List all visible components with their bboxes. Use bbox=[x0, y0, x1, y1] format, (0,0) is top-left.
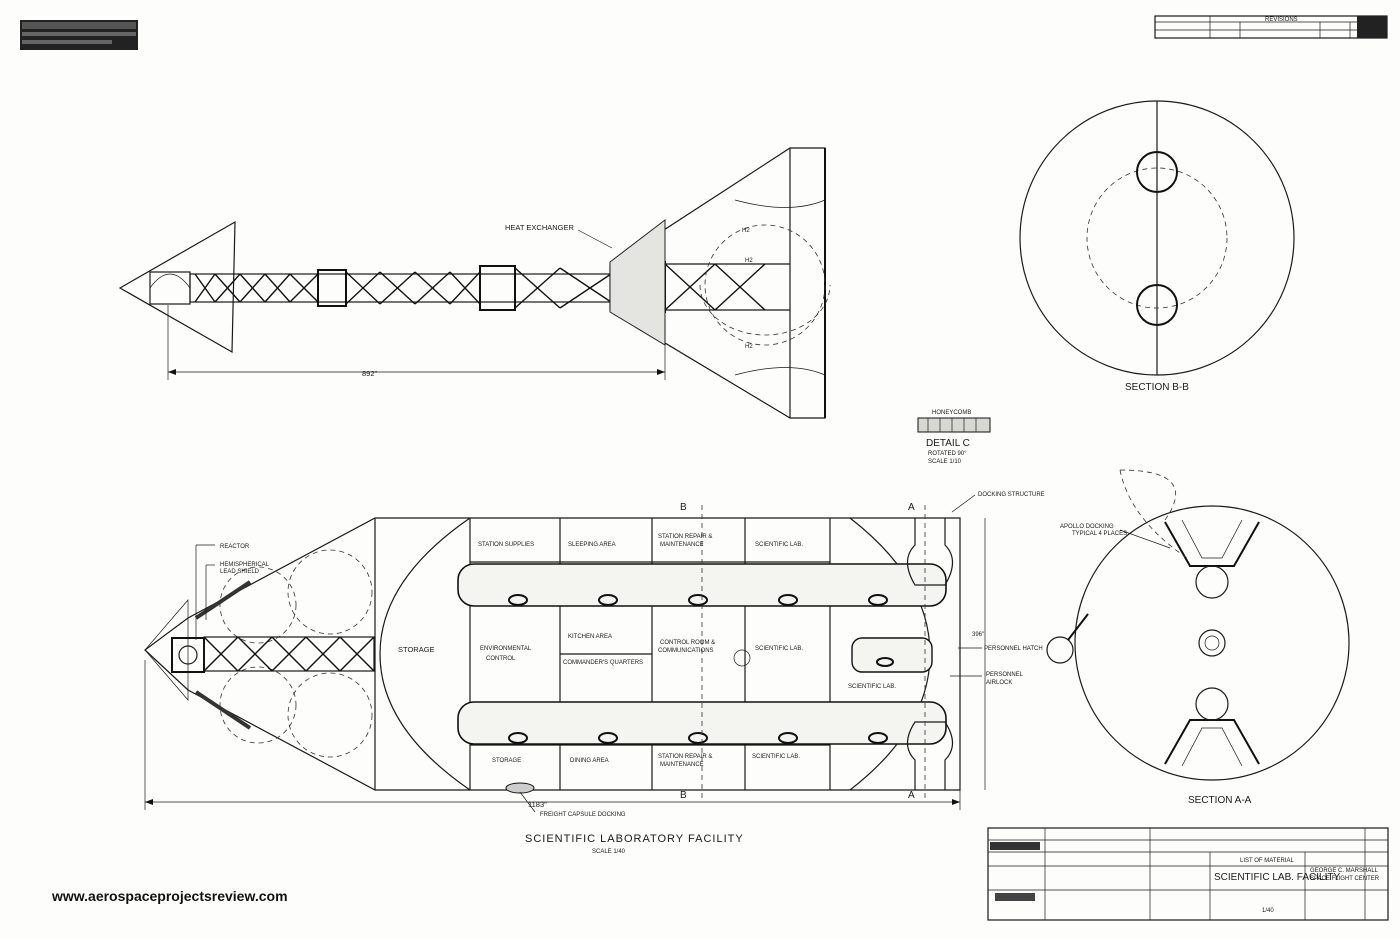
diameter-dimension: 396" bbox=[972, 632, 984, 638]
room-scientific-lab-end: SCIENTIFIC LAB. bbox=[848, 684, 896, 690]
corner-stamp bbox=[20, 20, 138, 50]
detail-c: HONEYCOMB DETAIL C ROTATED 90° SCALE 1/1… bbox=[917, 410, 991, 465]
section-bb-title: SECTION B-B bbox=[1125, 382, 1189, 393]
section-a-a: APOLLO DOCKING TYPICAL 4 PLACES SECTION … bbox=[1046, 469, 1350, 806]
room-env-control-2: CONTROL bbox=[486, 656, 516, 662]
heat-exchanger-label: HEAT EXCHANGER bbox=[505, 223, 574, 232]
section-aa-title: SECTION A-A bbox=[1188, 795, 1252, 806]
drawing-title: SCIENTIFIC LAB. FACILITY bbox=[1214, 872, 1340, 883]
title-block-scale: 1/40 bbox=[1262, 908, 1274, 914]
personnel-hatch-label: PERSONNEL HATCH bbox=[984, 646, 1043, 652]
org-line-1: GEORGE C. MARSHALL bbox=[1310, 868, 1379, 874]
room-scientific-lab-mid: SCIENTIFIC LAB. bbox=[755, 646, 803, 652]
h2-label-b: H2 bbox=[745, 258, 753, 264]
personnel-airlock-label-1: PERSONNEL bbox=[986, 672, 1024, 678]
list-of-material-label: LIST OF MATERIAL bbox=[1240, 858, 1294, 864]
revisions-label: REVISIONS bbox=[1265, 17, 1298, 23]
section-a-mark-bottom: A bbox=[908, 790, 915, 801]
site-watermark: www.aerospaceprojectsreview.com bbox=[52, 888, 288, 904]
room-commanders-quarters: COMMANDER'S QUARTERS bbox=[563, 660, 643, 666]
h2-label-c: H2 bbox=[745, 344, 753, 350]
top-length-dimension: 892" bbox=[362, 369, 378, 378]
room-scientific-lab-bot: SCIENTIFIC LAB. bbox=[752, 754, 800, 760]
honeycomb-label: HONEYCOMB bbox=[932, 410, 971, 416]
section-b-mark-bottom: B bbox=[680, 790, 687, 801]
h2-label-a: H2 bbox=[742, 228, 750, 234]
revisions-block: REVISIONS bbox=[1154, 15, 1388, 39]
top-view: H2 H2 H2 HEAT EXCHANGER 892" bbox=[118, 147, 831, 419]
reactor-label: REACTOR bbox=[220, 544, 250, 550]
section-b-mark-top: B bbox=[680, 502, 687, 513]
docking-structure-label: DOCKING STRUCTURE bbox=[978, 492, 1045, 498]
room-station-repair-top-2: MAINTENANCE bbox=[660, 542, 704, 548]
main-view: B B A A STORAGE STATION SUPPLIES SLEEPIN… bbox=[144, 492, 1045, 855]
room-dining: DINING AREA bbox=[570, 758, 609, 764]
room-station-supplies: STATION SUPPLIES bbox=[478, 542, 534, 548]
room-sleeping-area: SLEEPING AREA bbox=[568, 542, 616, 548]
lead-shield-label-2: LEAD SHIELD bbox=[220, 569, 260, 575]
main-length-dimension: 1183" bbox=[528, 800, 547, 809]
section-a-mark-top: A bbox=[908, 502, 915, 513]
main-view-scale: SCALE 1/40 bbox=[592, 849, 626, 855]
room-env-control-1: ENVIRONMENTAL bbox=[480, 646, 532, 652]
personnel-airlock-label-2: AIRLOCK bbox=[986, 680, 1012, 686]
main-view-title: SCIENTIFIC LABORATORY FACILITY bbox=[525, 833, 744, 845]
room-station-repair-bot-1: STATION REPAIR & bbox=[658, 754, 712, 760]
detail-c-title: DETAIL C bbox=[926, 438, 970, 449]
title-block: LIST OF MATERIAL SCIENTIFIC LAB. FACILIT… bbox=[987, 827, 1389, 921]
lead-shield-label-1: HEMISPHERICAL bbox=[220, 562, 270, 568]
apollo-typical-label: TYPICAL 4 PLACES bbox=[1072, 531, 1127, 537]
section-b-b: SECTION B-B bbox=[1019, 100, 1295, 393]
room-station-repair-top-1: STATION REPAIR & bbox=[658, 534, 712, 540]
room-control-room-1: CONTROL ROOM & bbox=[660, 640, 715, 646]
room-control-room-2: COMMUNICATIONS bbox=[658, 648, 714, 654]
freight-docking-label: FREIGHT CAPSULE DOCKING bbox=[540, 812, 626, 818]
room-kitchen: KITCHEN AREA bbox=[568, 634, 612, 640]
room-storage-bottom: STORAGE bbox=[492, 758, 521, 764]
detail-c-scale: SCALE 1/10 bbox=[928, 459, 962, 465]
org-line-2: SPACE FLIGHT CENTER bbox=[1310, 876, 1380, 882]
apollo-docking-label: APOLLO DOCKING bbox=[1060, 524, 1114, 530]
room-scientific-lab-top: SCIENTIFIC LAB. bbox=[755, 542, 803, 548]
detail-c-rotated: ROTATED 90° bbox=[928, 451, 967, 457]
room-storage-main: STORAGE bbox=[398, 645, 435, 654]
room-station-repair-bot-2: MAINTENANCE bbox=[660, 762, 704, 768]
